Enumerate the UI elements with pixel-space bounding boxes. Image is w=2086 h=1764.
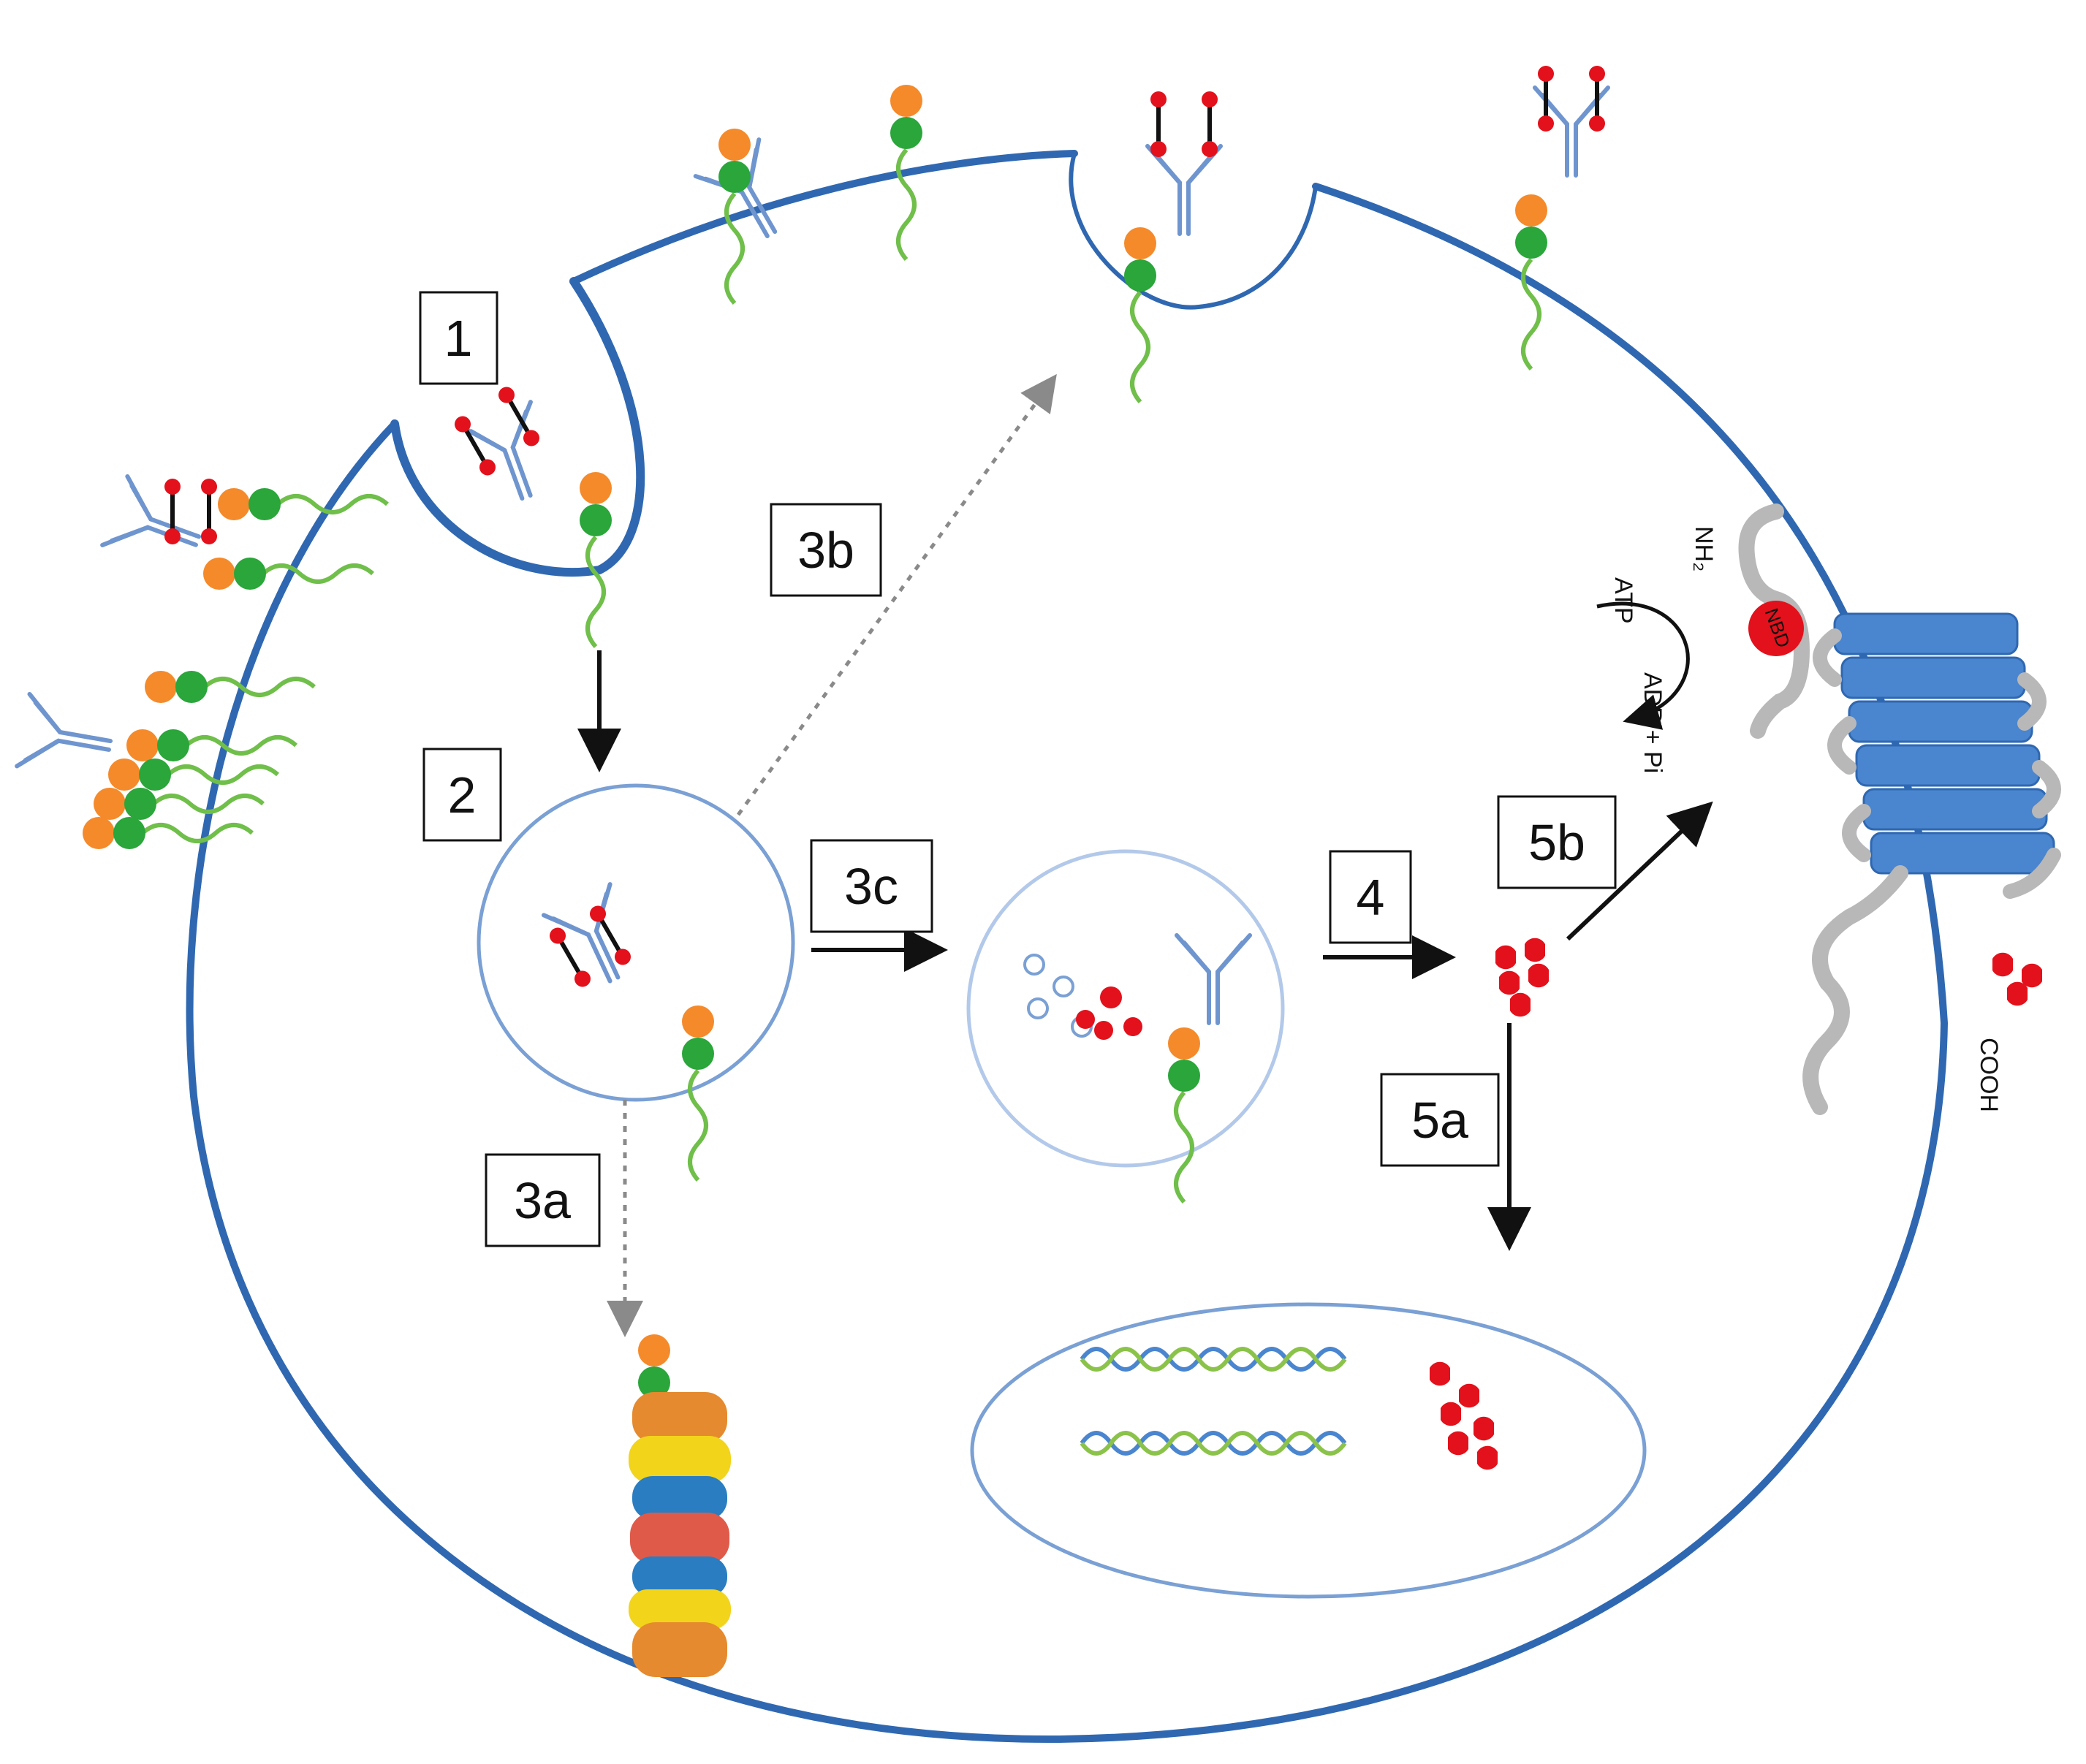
step-5a-box: 5a <box>1380 1073 1500 1167</box>
atp-cycle-arrow <box>1596 601 1690 730</box>
step-3a-box: 3a <box>485 1153 601 1247</box>
lysosome <box>966 849 1285 1202</box>
step-5a-label: 5a <box>1411 1092 1468 1149</box>
atp-label: ATP <box>1609 577 1637 624</box>
cell-membrane <box>186 150 1949 1744</box>
released-drug <box>1495 938 1549 1017</box>
proteasome <box>629 1334 731 1677</box>
step-4-box: 4 <box>1329 850 1412 944</box>
adp-label: ADP + Pi <box>1639 672 1666 773</box>
step-3a-label: 3a <box>514 1172 571 1229</box>
step-3c-box: 3c <box>810 839 933 933</box>
step-5b-box: 5b <box>1497 795 1617 889</box>
step-3c-label: 3c <box>844 858 898 915</box>
arrow-3b <box>736 373 1057 816</box>
free-receptors-top <box>696 66 1608 402</box>
adc-bound-receptors-left <box>17 476 387 849</box>
cooh-label: COOH <box>1975 1038 2003 1112</box>
effluxed-drug <box>1992 952 2042 1006</box>
nucleus <box>970 1302 1647 1599</box>
step-5b-label: 5b <box>1528 814 1585 871</box>
step-3b-box: 3b <box>770 503 882 597</box>
arrow-5b <box>1566 801 1713 941</box>
step-4-label: 4 <box>1357 869 1385 926</box>
pgp-transporter <box>1738 503 2061 1115</box>
step-2-label: 2 <box>448 767 477 824</box>
nh2-label: NH₂ <box>1690 526 1718 571</box>
step-3b-label: 3b <box>797 522 854 579</box>
endocytosis-pit-content <box>452 384 612 647</box>
step-2-box: 2 <box>422 748 502 842</box>
early-endosome <box>477 783 795 1180</box>
step-1-label: 1 <box>444 310 473 367</box>
step-1-box: 1 <box>419 291 498 385</box>
